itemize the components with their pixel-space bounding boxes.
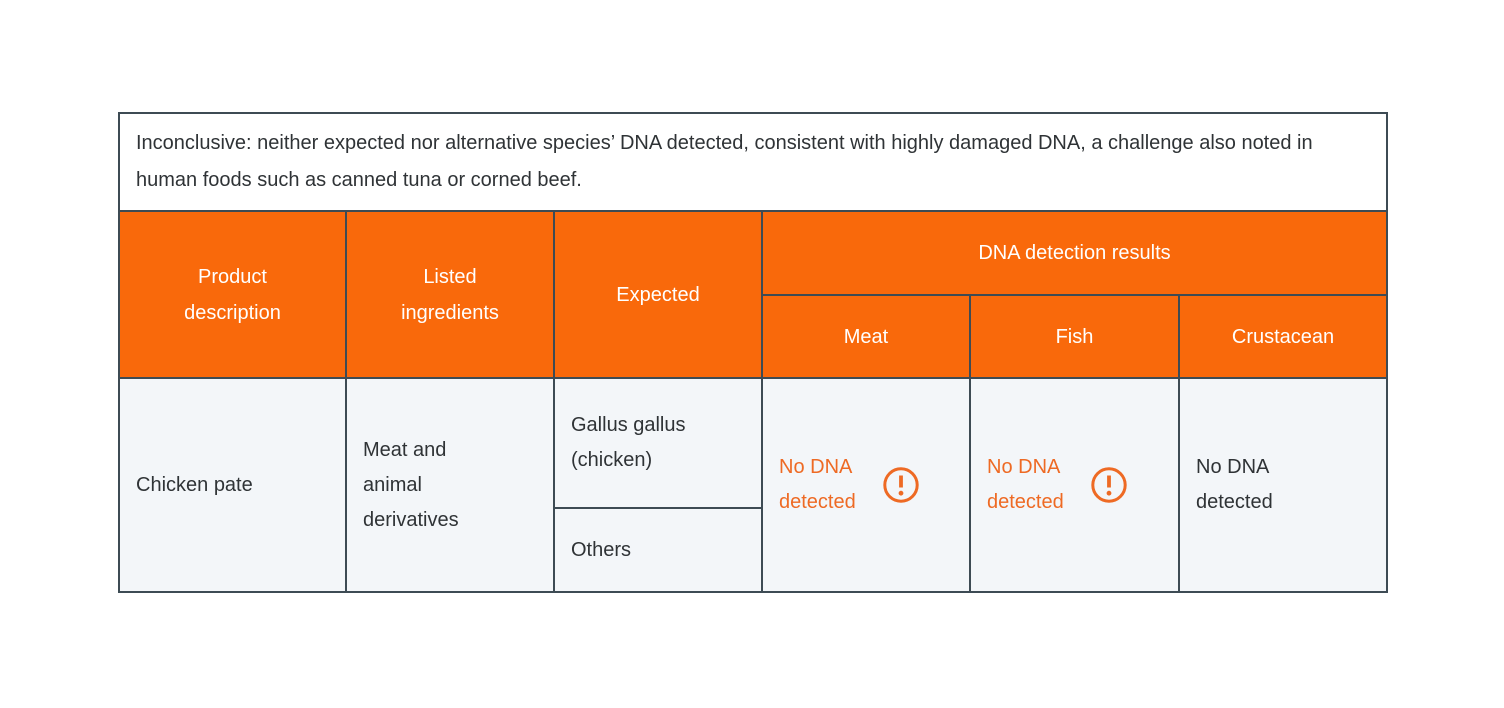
- col-header-crustacean: Crustacean: [1177, 294, 1389, 379]
- meat-result-text: No DNA detected: [779, 456, 856, 513]
- col-header-product-description: Product description: [118, 210, 347, 379]
- warning-icon: [883, 467, 919, 503]
- fish-result-text: No DNA detected: [987, 456, 1064, 513]
- cell-expected-species: Gallus gallus (chicken): [553, 377, 763, 509]
- cell-meat-result: No DNA detected: [761, 377, 971, 593]
- col-header-dna-detection-results: DNA detection results: [760, 210, 1389, 296]
- inconclusive-note: Inconclusive: neither expected nor alter…: [117, 112, 1389, 212]
- cell-product-description: Chicken pate: [118, 377, 347, 593]
- dna-results-table: Inconclusive: neither expected nor alter…: [117, 112, 1389, 593]
- col-header-expected: Expected: [553, 210, 763, 379]
- col-header-fish: Fish: [969, 294, 1180, 379]
- cell-crustacean-result: No DNA detected: [1177, 377, 1389, 593]
- cell-listed-ingredients: Meat and animal derivatives: [345, 377, 555, 593]
- col-header-listed-ingredients: Listed ingredients: [345, 210, 555, 379]
- cell-fish-result: No DNA detected: [969, 377, 1180, 593]
- crustacean-result-text: No DNA detected: [1196, 456, 1273, 513]
- warning-icon: [1091, 467, 1127, 503]
- col-header-meat: Meat: [761, 294, 971, 379]
- cell-expected-others: Others: [553, 507, 763, 593]
